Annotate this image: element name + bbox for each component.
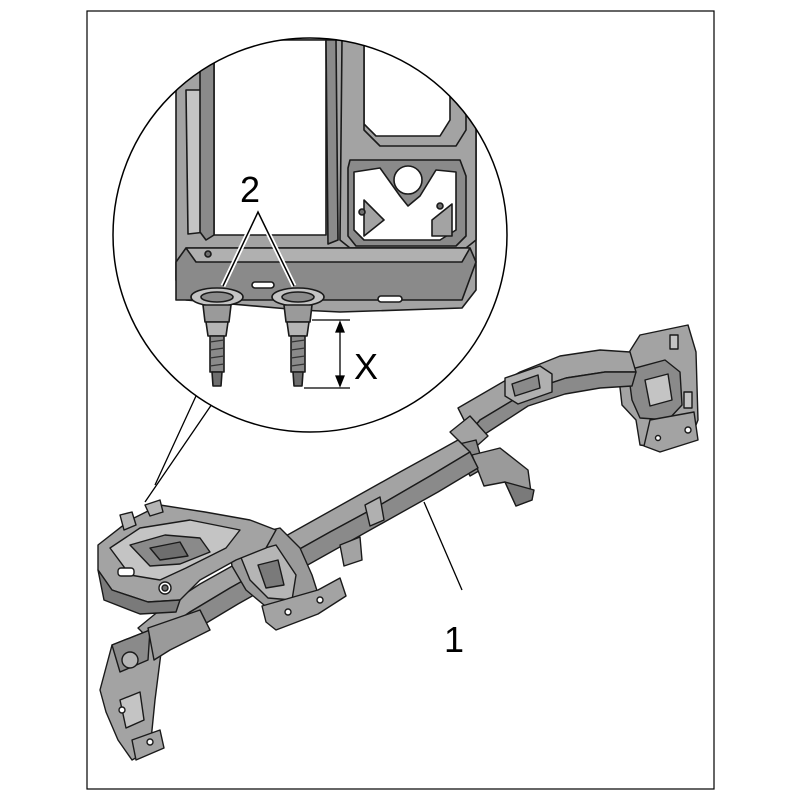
stud-bolt-right <box>271 287 325 387</box>
callout-2-leaders <box>220 206 297 288</box>
right-mounting-bracket <box>617 324 699 453</box>
detail-magnifier <box>112 37 508 503</box>
dimension-x-indicator <box>304 319 350 389</box>
magnifier-pointer-line-left <box>154 395 197 486</box>
left-block-housing <box>97 499 277 615</box>
callout-1-leader <box>423 501 463 591</box>
left-vertical-leg <box>99 629 165 761</box>
housing-panel-detail <box>175 39 477 313</box>
callout-label-2: 2 <box>240 169 260 210</box>
cross-member-beam <box>97 324 699 761</box>
stud-bolt-left <box>190 287 244 387</box>
callout-label-1: 1 <box>444 619 464 660</box>
magnifier-outline <box>112 37 508 433</box>
callout-label-x: X <box>354 346 378 387</box>
center-support-leg <box>471 447 535 507</box>
magnifier-pointer-line-right <box>144 403 213 503</box>
